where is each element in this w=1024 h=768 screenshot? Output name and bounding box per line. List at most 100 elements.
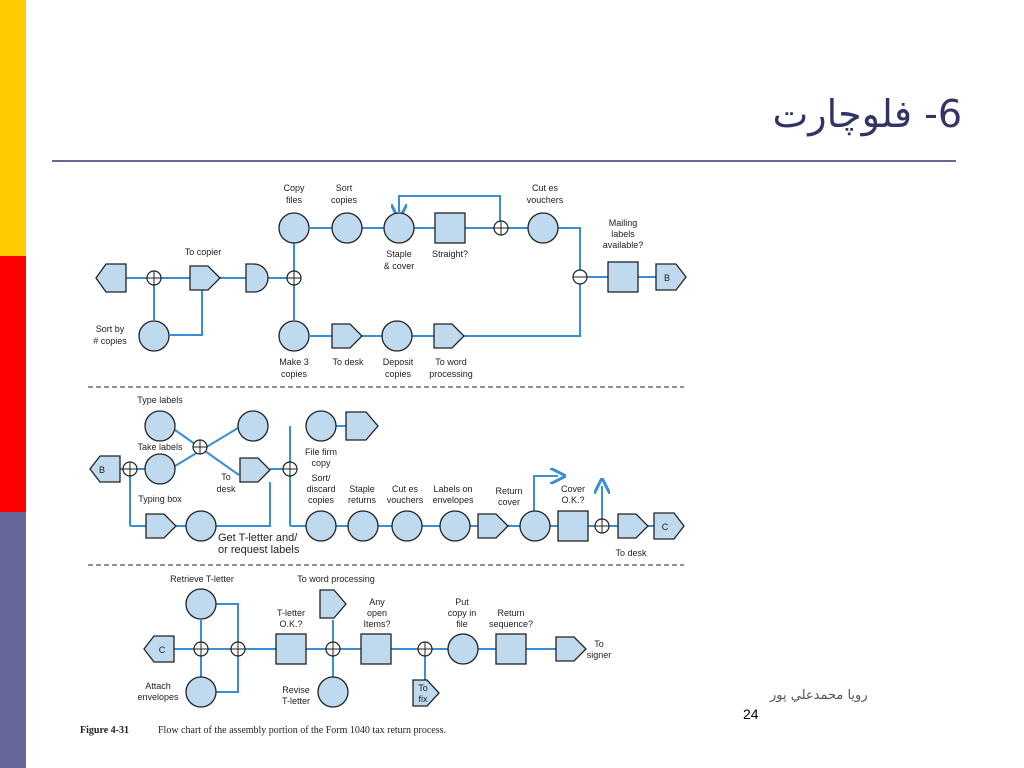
label-sort-discard-3: copies (308, 495, 335, 505)
label-sort-by-1: Sort by (96, 324, 125, 334)
label-to-desk-2a: To (221, 472, 231, 482)
label-staple-returns-1: Staple (349, 484, 375, 494)
label-typing-box: Typing box (138, 494, 182, 504)
label-type-labels: Type labels (137, 395, 183, 405)
label-sort-by-2: # copies (93, 336, 127, 346)
label-t-letter-ok-1: T-letter (277, 608, 305, 618)
label-sort-discard-2: discard (306, 484, 335, 494)
operation-cut-vouchers (527, 212, 559, 244)
label-any-open-2: open (367, 608, 387, 618)
transport-to-desk-2 (239, 457, 271, 483)
labels-section-1: Copy files Sort copies Cut es vouchers T… (93, 183, 670, 379)
accent-bar-purple (0, 512, 26, 768)
label-to-signer-2: signer (587, 650, 612, 660)
transport-to-fix (412, 679, 440, 707)
inspection-t-letter-ok (275, 633, 307, 665)
label-cut-vouchers2-2: vouchers (387, 495, 424, 505)
label-t-letter-ok-2: O.K.? (279, 619, 302, 629)
label-put-copy-2: copy in (448, 608, 477, 618)
slide-title: 6- فلوچارت (772, 92, 962, 136)
labels-section-3: Retrieve T-letter To word processing T-l… (137, 574, 611, 706)
operation-revise-t-letter (317, 676, 349, 708)
transport-to-copier (189, 265, 221, 291)
transport-return-cover (477, 513, 509, 539)
figure-caption-label: Figure 4-31 (80, 725, 129, 736)
label-copy-files-1: Copy (283, 183, 305, 193)
label-staple-cover-1: Staple (386, 249, 412, 259)
label-sort-copies-1: Sort (336, 183, 353, 193)
symbols-section-1 (95, 212, 687, 352)
label-attach-2: envelopes (137, 692, 179, 702)
accent-bar-yellow (0, 0, 26, 256)
label-file-firm-2: copy (311, 458, 331, 468)
label-make-3-1: Make 3 (279, 357, 309, 367)
operation-return-cover (519, 510, 551, 542)
label-retrieve-t-letter: Retrieve T-letter (170, 574, 234, 584)
label-mailing-3: available? (603, 240, 644, 250)
operation-staple-returns (347, 510, 379, 542)
operation-retrieve-t-letter (185, 588, 217, 620)
label-cover-ok-1: Cover (561, 484, 585, 494)
label-put-copy-1: Put (455, 597, 469, 607)
off-page-connector-b (655, 263, 687, 291)
label-to-word-processing-2: To word processing (297, 574, 375, 584)
transport-to-word-processing (433, 323, 465, 349)
label-any-open-3: Items? (363, 619, 390, 629)
label-to-desk-end: To desk (615, 548, 647, 558)
transport-to-desk (331, 323, 363, 349)
label-get-t-letter-1: Get T-letter and/ (218, 532, 298, 544)
label-to-desk-2b: desk (216, 484, 236, 494)
accent-bar-red (0, 256, 26, 512)
off-page-connector-b2 (89, 455, 121, 483)
label-deposit-2: copies (385, 369, 412, 379)
label-revise-1: Revise (282, 685, 310, 695)
transport-to-signer (555, 636, 587, 662)
label-connector-c: C (662, 522, 669, 532)
operation-make-3-copies (278, 320, 310, 352)
operation-deposit-copies (381, 320, 413, 352)
symbols-section-2 (89, 410, 685, 542)
label-to-fix-2: fix (419, 694, 429, 704)
label-cut-vouchers2-1: Cut es (392, 484, 419, 494)
label-mailing-1: Mailing (609, 218, 638, 228)
operation-take-labels (144, 453, 176, 485)
operation-labels-envelopes (439, 510, 471, 542)
operation-upper-right (237, 410, 269, 442)
inspection-return-sequence (495, 633, 527, 665)
label-put-copy-3: file (456, 619, 468, 629)
label-to-desk: To desk (332, 357, 364, 367)
inspection-open-items (360, 633, 392, 665)
label-mailing-2: labels (611, 229, 635, 239)
label-revise-2: T-letter (282, 696, 310, 706)
label-deposit-1: Deposit (383, 357, 414, 367)
off-page-connector-c (653, 512, 685, 540)
label-cut-vouchers-2: vouchers (527, 195, 564, 205)
label-make-3-2: copies (281, 369, 308, 379)
operation-attach-envelopes (185, 676, 217, 708)
label-to-copier: To copier (185, 247, 222, 257)
label-straight: Straight? (432, 249, 468, 259)
operation-sort-copies (331, 212, 363, 244)
label-staple-returns-2: returns (348, 495, 377, 505)
label-return-cover-1: Return (495, 486, 522, 496)
label-labels-env-2: envelopes (432, 495, 474, 505)
label-labels-env-1: Labels on (433, 484, 472, 494)
transport-to-word-processing-2 (319, 589, 347, 619)
label-copy-files-2: files (286, 195, 303, 205)
inspection-straight (434, 212, 466, 244)
label-to-fix-1: To (418, 683, 428, 693)
inspection-mailing-labels (607, 261, 639, 293)
operation-copy-files (278, 212, 310, 244)
operation-put-copy-in-file (447, 633, 479, 665)
label-connector-b: B (664, 273, 670, 283)
delay-symbol (245, 263, 269, 293)
title-divider (52, 160, 956, 162)
off-page-connector-start (95, 263, 127, 293)
label-to-word-1: To word (435, 357, 467, 367)
transport-to-desk-end (617, 513, 649, 539)
labels-section-2: Type labels Take labels B Typing box To … (99, 395, 669, 558)
operation-staple-cover (383, 212, 415, 244)
label-take-labels: Take labels (137, 442, 183, 452)
label-staple-cover-2: & cover (384, 261, 415, 271)
transport-typing-box (145, 513, 177, 539)
